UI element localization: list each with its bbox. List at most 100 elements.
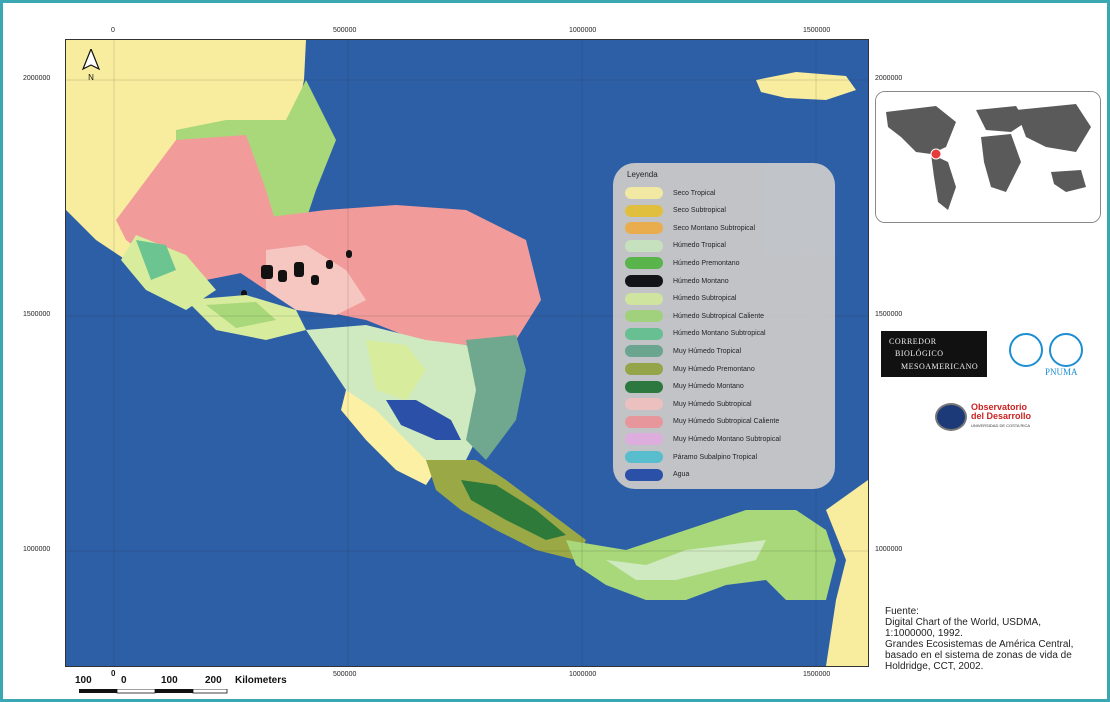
legend-swatch	[625, 345, 663, 358]
montane-patches	[241, 250, 352, 297]
legend-item: Húmedo Montano Subtropical	[625, 326, 766, 342]
legend-label: Húmedo Premontano	[673, 259, 740, 267]
legend-item: Húmedo Tropical	[625, 238, 726, 254]
salvador-humid	[206, 302, 276, 328]
honduras-land	[236, 205, 541, 345]
pacific-dry-belt	[341, 390, 436, 485]
cbm-line-2: BIOLÓGICO	[895, 349, 944, 358]
legend-label: Muy Húmedo Subtropical	[673, 400, 752, 408]
source-note: Fuente: Digital Chart of the World, USDM…	[885, 606, 1107, 672]
legend-item: Húmedo Montano	[625, 273, 729, 289]
axis-top-1: 500000	[333, 27, 357, 34]
legend-swatch	[625, 451, 663, 463]
legend-label: Seco Montano Subtropical	[673, 224, 756, 232]
inset-world-map	[875, 91, 1101, 223]
map-grid	[66, 40, 868, 666]
scale-unit: Kilometers	[235, 675, 287, 686]
location-marker-icon	[930, 148, 942, 160]
axis-right-2: 1000000	[875, 546, 903, 553]
scale-label-100: 100	[161, 675, 178, 686]
legend-swatch	[625, 398, 663, 411]
legend-swatch	[625, 257, 663, 270]
north-arrow-icon: N	[81, 47, 101, 82]
legend-label: Húmedo Subtropical	[673, 295, 737, 303]
legend-item: Muy Húmedo Subtropical Caliente	[625, 414, 779, 430]
legend-swatch	[625, 468, 663, 481]
legend-item: Páramo Subalpino Tropical	[625, 449, 757, 465]
legend-swatch	[625, 292, 663, 305]
north-label: N	[88, 73, 94, 81]
logo-corredor-biologico: CORREDOR BIOLÓGICO MESOAMERICANO	[881, 331, 987, 377]
legend-item: Húmedo Premontano	[625, 255, 740, 271]
axis-left-2: 1000000	[23, 546, 51, 553]
cbm-line-3: MESOAMERICANO	[901, 362, 979, 371]
axis-left-1: 1500000	[23, 311, 51, 318]
world-continents	[886, 104, 1091, 210]
source-line-3: Grandes Ecosistemas de América Central,	[885, 639, 1074, 650]
source-line-5: Holdridge, CCT, 2002.	[885, 661, 984, 672]
north-arrow: N	[81, 47, 101, 82]
legend-item: Húmedo Subtropical	[625, 291, 736, 307]
scale-label-200: 200	[205, 675, 222, 686]
legend-item: Seco Montano Subtropical	[625, 220, 755, 236]
nicaragua-caribbean	[466, 335, 526, 460]
scale-label-0: 0	[121, 675, 127, 686]
legend-label: Muy Húmedo Montano	[673, 383, 744, 391]
legend-item: Muy Húmedo Montano Subtropical	[625, 431, 781, 447]
legend-swatch	[625, 310, 663, 323]
colombia-land	[826, 480, 868, 666]
scale-label-100-left: 100	[75, 675, 92, 686]
axis-top-3: 1500000	[803, 27, 831, 34]
observatorio-title: Observatorio del Desarrollo	[971, 403, 1031, 421]
jamaica-land	[756, 72, 856, 100]
legend-item: Muy Húmedo Premontano	[625, 361, 755, 377]
legend-swatch	[625, 380, 663, 393]
legend-label: Páramo Subalpino Tropical	[673, 453, 758, 461]
map-canvas	[66, 40, 868, 666]
legend-title: Leyenda	[627, 170, 658, 179]
legend-swatch	[625, 204, 663, 217]
axis-left-0: 2000000	[23, 75, 51, 82]
legend-swatch	[625, 433, 663, 446]
scale-label-0-top: 0	[111, 669, 116, 678]
legend-item: Muy Húmedo Montano	[625, 379, 744, 395]
axis-bottom-2: 1500000	[803, 671, 831, 678]
legend-label: Agua	[673, 471, 690, 479]
observatorio-emblem-icon	[935, 403, 967, 431]
legend-swatch	[625, 222, 663, 235]
legend-label: Muy Húmedo Tropical	[673, 347, 742, 355]
pnuma-emblem-icon	[1049, 333, 1083, 367]
main-map[interactable]	[65, 39, 869, 667]
legend-swatch	[625, 187, 663, 199]
legend-label: Muy Húmedo Subtropical Caliente	[673, 418, 780, 426]
source-line-1: Digital Chart of the World, USDMA,	[885, 617, 1041, 628]
legend-label: Seco Subtropical	[673, 207, 726, 215]
observatorio-title-1: Observatorio	[971, 402, 1028, 412]
legend-label: Muy Húmedo Montano Subtropical	[673, 435, 781, 443]
source-line-4: basado en el sistema de zonas de vida de	[885, 650, 1072, 661]
legend-item: Húmedo Subtropical Caliente	[625, 308, 764, 324]
axis-bottom-1: 1000000	[569, 671, 597, 678]
axis-bottom-0: 500000	[333, 671, 357, 678]
axis-right-1: 1500000	[875, 311, 903, 318]
legend-item: Seco Subtropical	[625, 203, 726, 219]
legend-swatch	[625, 239, 663, 252]
source-heading: Fuente:	[885, 606, 919, 617]
source-line-2: 1:1000000, 1992.	[885, 628, 963, 639]
world-map-canvas	[876, 92, 1100, 222]
nicaragua-central	[366, 340, 426, 400]
legend-swatch	[625, 415, 663, 428]
legend-item: Muy Húmedo Subtropical	[625, 396, 752, 412]
un-emblem-icon	[1009, 333, 1043, 367]
legend-label: Húmedo Tropical	[673, 242, 726, 250]
legend-swatch	[625, 275, 663, 287]
legend-label: Húmedo Montano	[673, 277, 729, 285]
cbm-line-1: CORREDOR	[889, 337, 937, 346]
axis-top-0: 0	[111, 27, 115, 34]
axis-top-2: 1000000	[569, 27, 597, 34]
costarica-montane	[461, 480, 566, 540]
legend-label: Muy Húmedo Premontano	[673, 365, 755, 373]
panama-humid	[606, 540, 766, 580]
